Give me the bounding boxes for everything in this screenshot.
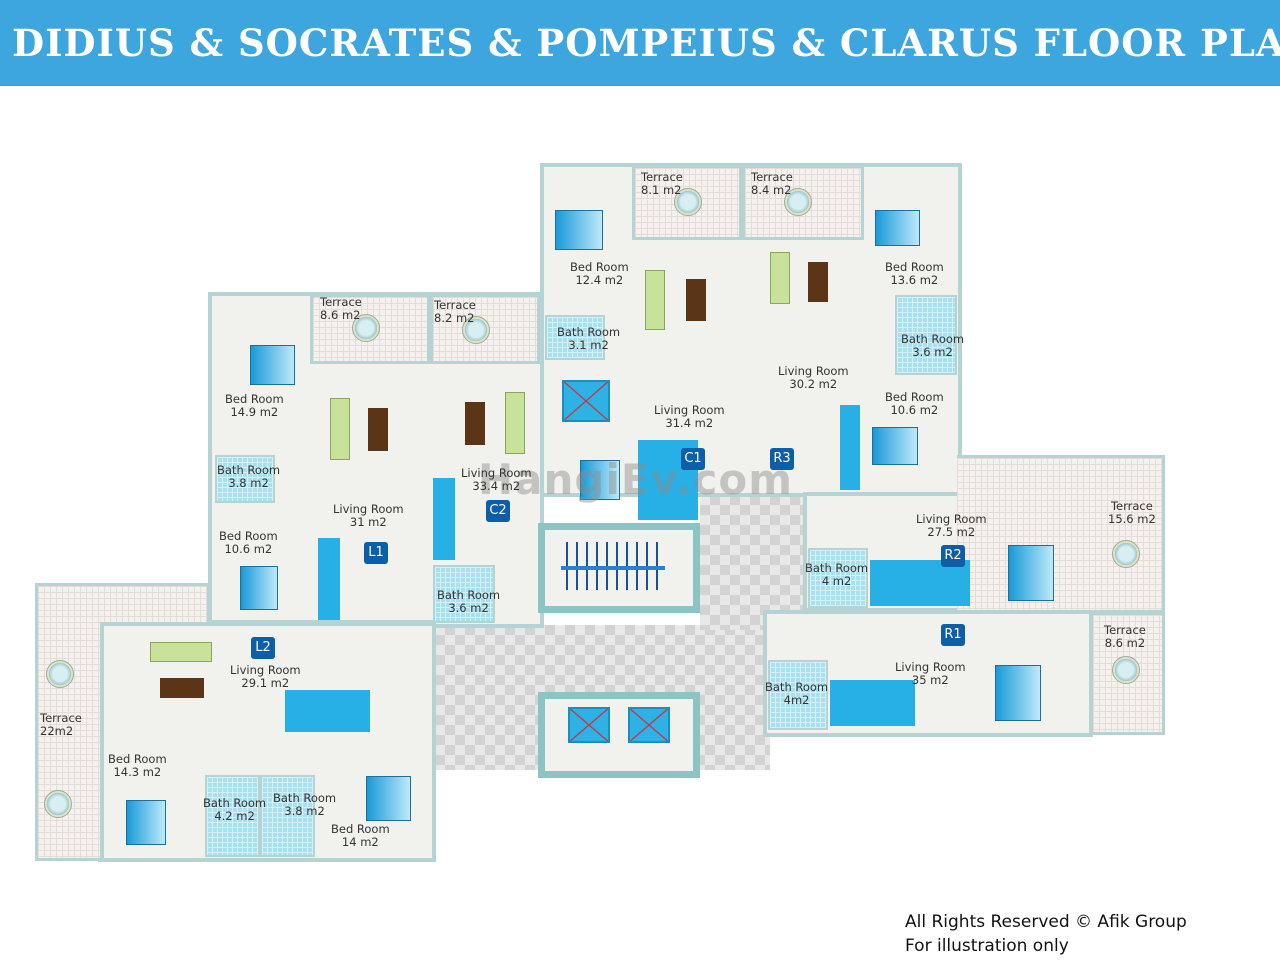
title-banner: DIDIUS & SOCRATES & POMPEIUS & CLARUS FL… xyxy=(0,0,1280,86)
bathroom xyxy=(205,775,260,857)
bed-icon xyxy=(366,776,411,821)
sofa-icon xyxy=(150,642,212,662)
coffee-table-icon xyxy=(808,262,828,302)
bathroom xyxy=(808,548,868,608)
bed-icon xyxy=(580,460,620,500)
kitchen-counter xyxy=(870,560,970,606)
bathroom xyxy=(215,455,275,503)
coffee-table-icon xyxy=(686,279,706,321)
unit-badge-r1: R1 xyxy=(941,624,965,646)
terrace-r2 xyxy=(957,455,1165,613)
kitchen-counter xyxy=(840,405,860,490)
patio-table-icon xyxy=(44,790,72,818)
footer-credits: All Rights Reserved © Afik Group For ill… xyxy=(905,910,1187,958)
watermark: HangiEv.com xyxy=(478,455,793,504)
coffee-table-icon xyxy=(368,408,388,451)
disclaimer-text: For illustration only xyxy=(905,936,1069,956)
terrace-l1 xyxy=(310,294,430,364)
unit-badge-c1: C1 xyxy=(681,448,705,470)
stairwell xyxy=(538,523,700,613)
elevator-shaft xyxy=(562,380,610,422)
sofa-icon xyxy=(770,252,790,304)
unit-badge-l2: L2 xyxy=(251,637,275,659)
sofa-icon xyxy=(645,270,665,330)
bed-icon xyxy=(875,210,920,246)
unit-badge-l1: L1 xyxy=(364,542,388,564)
bed-icon xyxy=(250,345,295,385)
corridor xyxy=(700,495,805,630)
page-title: DIDIUS & SOCRATES & POMPEIUS & CLARUS FL… xyxy=(12,21,1280,65)
bathroom xyxy=(895,295,957,375)
stairs-icon xyxy=(561,542,665,590)
patio-table-icon xyxy=(352,314,380,342)
kitchen-counter xyxy=(433,478,455,560)
bathroom xyxy=(260,775,315,857)
unit-badge-c2: C2 xyxy=(486,500,510,522)
patio-table-icon xyxy=(1112,656,1140,684)
unit-badge-r2: R2 xyxy=(941,545,965,567)
patio-table-icon xyxy=(462,316,490,344)
kitchen-counter xyxy=(830,680,915,726)
sofa-icon xyxy=(330,398,350,460)
bathroom xyxy=(433,565,495,623)
bed-icon xyxy=(555,210,603,250)
elevator-shaft xyxy=(568,707,610,743)
bed-icon xyxy=(126,800,166,845)
coffee-table-icon xyxy=(160,678,204,698)
patio-table-icon xyxy=(674,188,702,216)
bed-icon xyxy=(240,566,278,610)
terrace-c1 xyxy=(632,165,742,240)
patio-table-icon xyxy=(1112,540,1140,568)
bed-icon xyxy=(1008,545,1054,601)
patio-table-icon xyxy=(46,660,74,688)
patio-table-icon xyxy=(784,188,812,216)
sofa-icon xyxy=(505,392,525,454)
elevator-core xyxy=(538,692,700,778)
bathroom xyxy=(768,660,828,730)
elevator-shaft xyxy=(628,707,670,743)
bed-icon xyxy=(995,665,1041,721)
terrace-r3 xyxy=(742,165,864,240)
bed-icon xyxy=(872,427,918,465)
kitchen-counter xyxy=(318,538,340,620)
coffee-table-icon xyxy=(465,402,485,445)
copyright-text: All Rights Reserved © Afik Group xyxy=(905,912,1187,932)
unit-badge-r3: R3 xyxy=(770,448,794,470)
kitchen-counter xyxy=(285,690,370,732)
bathroom xyxy=(545,315,605,360)
